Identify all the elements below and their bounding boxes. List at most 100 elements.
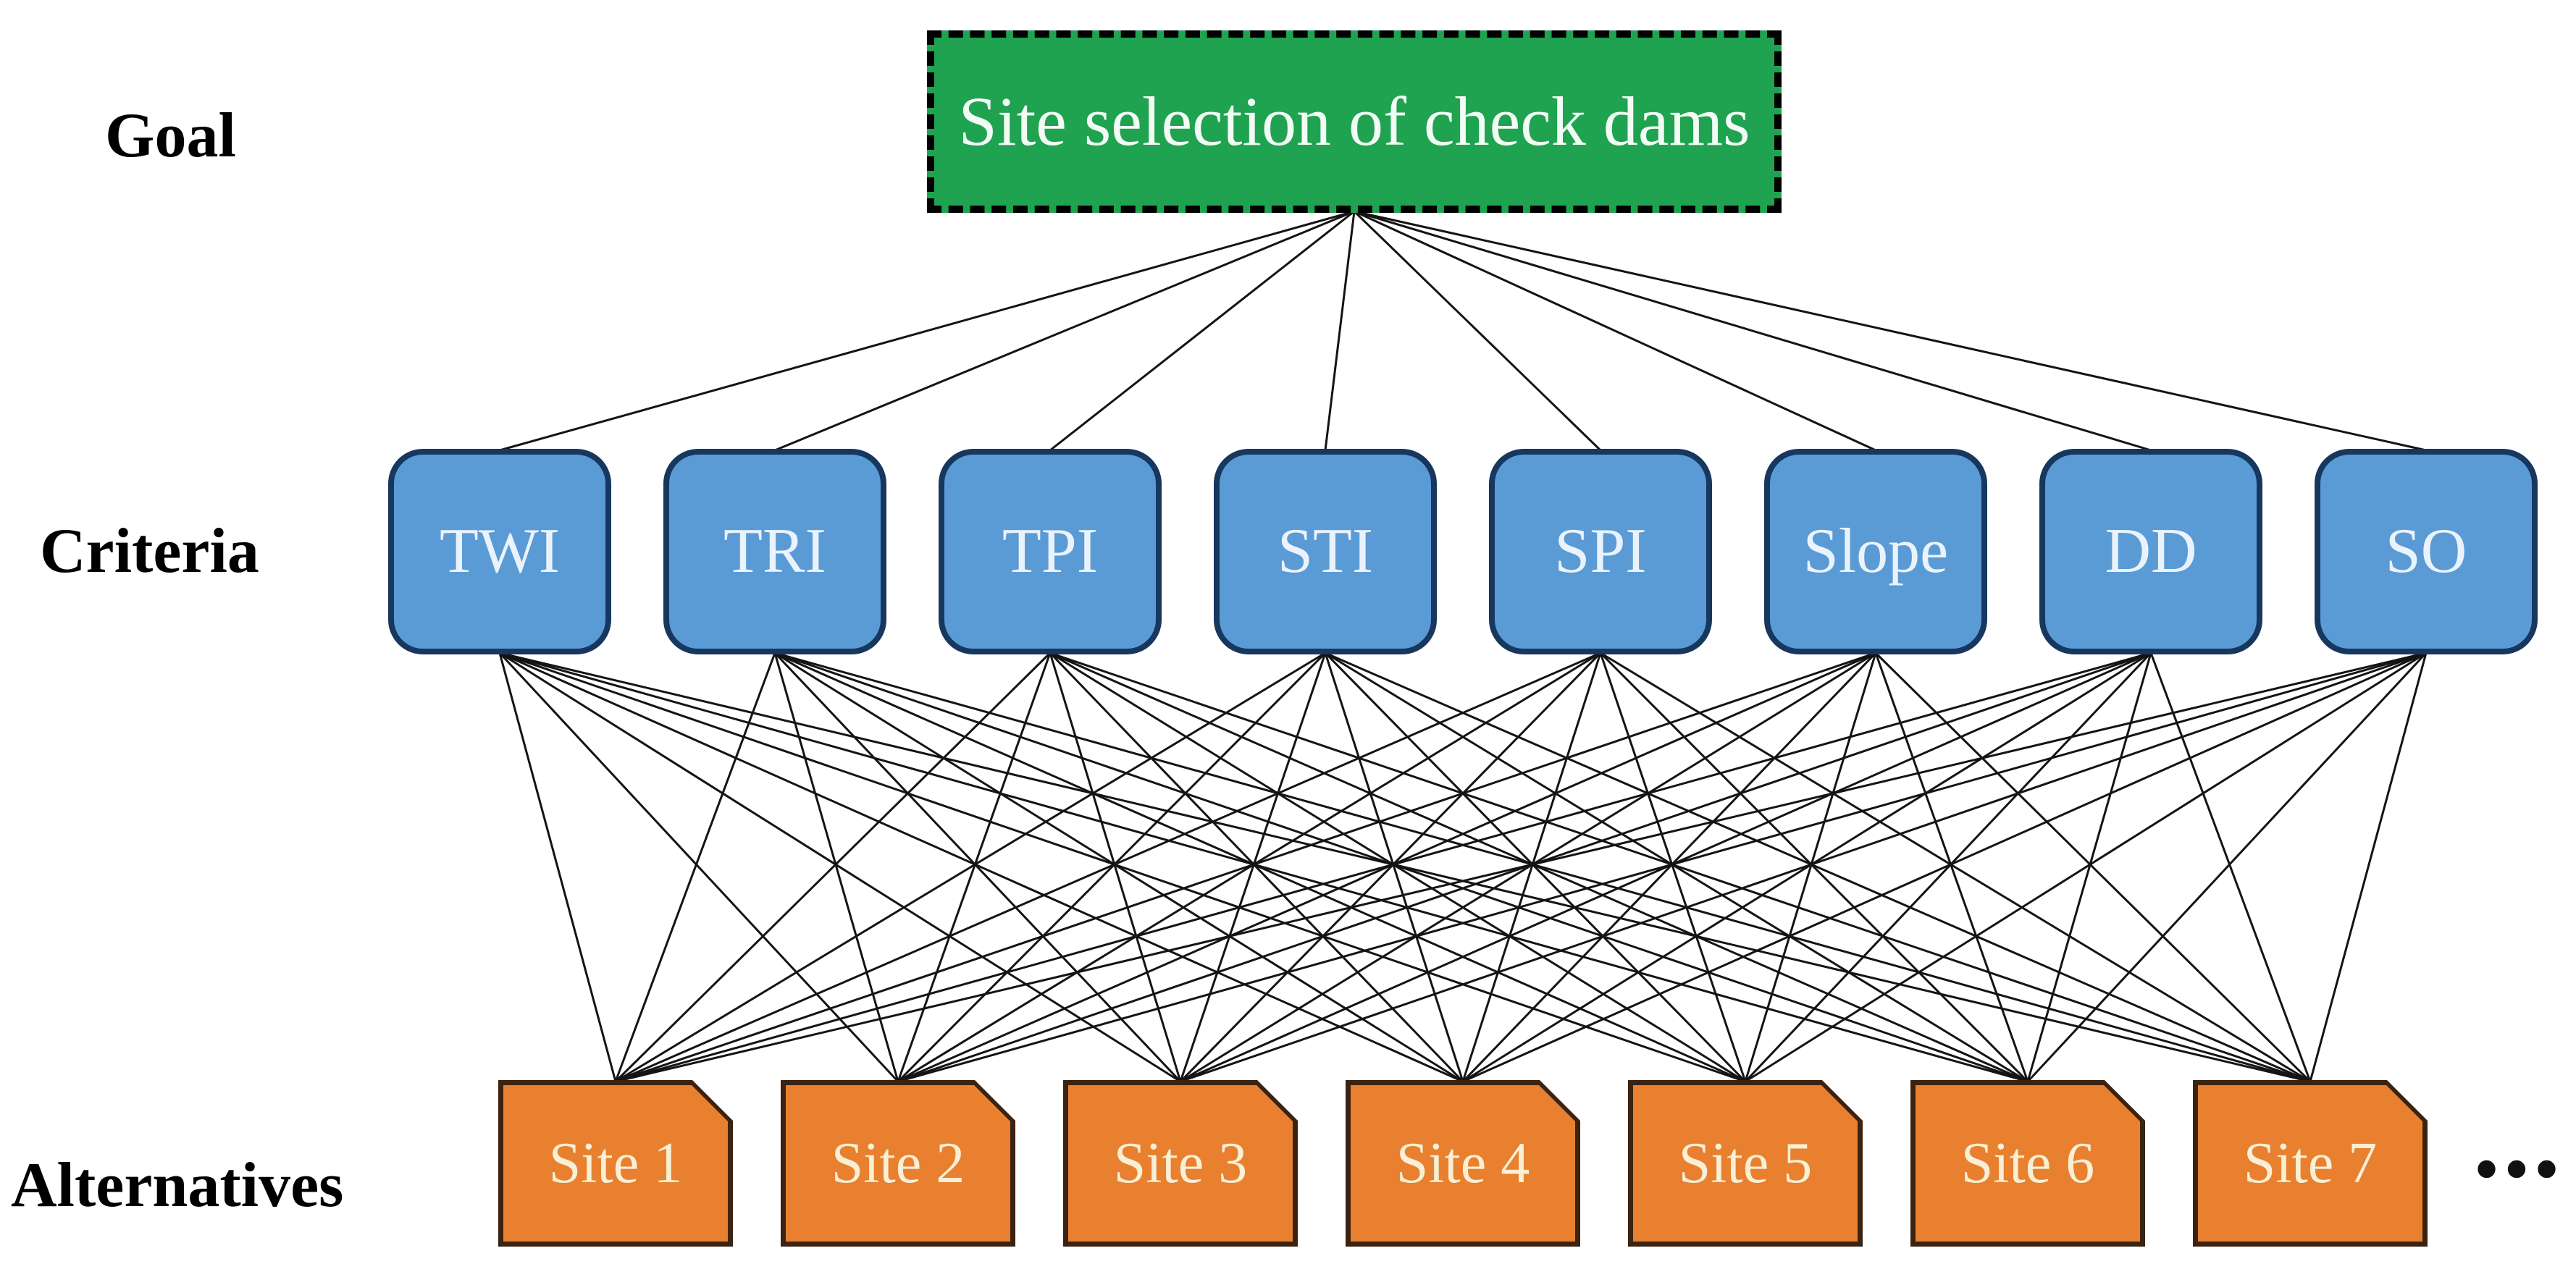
edge-criterion-3-to-alternative-6 bbox=[1325, 652, 2311, 1083]
alternative-node-body: Site 3 bbox=[1068, 1085, 1293, 1242]
criteria-node-tpi: TPI bbox=[939, 449, 1162, 654]
edge-criterion-1-to-alternative-1 bbox=[773, 652, 899, 1082]
goal-to-criteria-edges bbox=[499, 210, 2427, 452]
alternative-node-body: Site 4 bbox=[1351, 1085, 1575, 1242]
edge-goal-to-criterion-6 bbox=[1354, 210, 2152, 452]
criteria-node-label: SO bbox=[2385, 516, 2467, 586]
edge-criterion-7-to-alternative-6 bbox=[2309, 652, 2428, 1082]
edge-criterion-2-to-alternative-0 bbox=[614, 652, 1052, 1083]
criteria-node-sti: STI bbox=[1214, 449, 1437, 654]
edge-criterion-7-to-alternative-4 bbox=[1745, 652, 2427, 1083]
edge-criterion-4-to-alternative-3 bbox=[1461, 652, 1602, 1082]
edge-criterion-6-to-alternative-6 bbox=[2149, 652, 2312, 1082]
alternative-node-body: Site 7 bbox=[2198, 1085, 2422, 1242]
edge-criterion-0-to-alternative-5 bbox=[499, 652, 2029, 1083]
edge-goal-to-criterion-1 bbox=[774, 210, 1355, 452]
level-label-goal: Goal bbox=[105, 101, 236, 171]
edge-goal-to-criterion-2 bbox=[1049, 210, 1355, 452]
edge-criterion-0-to-alternative-4 bbox=[499, 652, 1746, 1083]
edge-criterion-4-to-alternative-6 bbox=[1600, 652, 2311, 1083]
edge-criterion-7-to-alternative-0 bbox=[615, 652, 2427, 1083]
edge-criterion-5-to-alternative-4 bbox=[1744, 652, 1877, 1082]
edge-criterion-0-to-alternative-2 bbox=[499, 652, 1181, 1083]
criteria-node-label: TWI bbox=[439, 516, 561, 586]
edge-criterion-3-to-alternative-0 bbox=[615, 652, 1326, 1083]
alternative-node-label: Site 1 bbox=[548, 1131, 683, 1195]
edge-criterion-1-to-alternative-2 bbox=[773, 652, 1182, 1083]
edge-criterion-1-to-alternative-5 bbox=[774, 652, 2029, 1083]
criteria-node-dd: DD bbox=[2039, 449, 2262, 654]
criteria-node-label: SPI bbox=[1554, 516, 1647, 586]
alternative-node-site-6: Site 6 bbox=[1910, 1080, 2145, 1247]
alternative-node-label: Site 2 bbox=[831, 1131, 965, 1195]
more-alternatives-ellipsis: ... bbox=[2472, 1080, 2564, 1200]
edge-criterion-1-to-alternative-4 bbox=[774, 652, 1746, 1083]
edge-criterion-4-to-alternative-4 bbox=[1599, 652, 1747, 1082]
alternative-node-body: Site 6 bbox=[1916, 1085, 2140, 1242]
edge-criterion-4-to-alternative-1 bbox=[897, 652, 1601, 1083]
alternative-node-label: Site 7 bbox=[2243, 1131, 2378, 1195]
edge-criterion-3-to-alternative-5 bbox=[1325, 652, 2029, 1083]
alternative-node-label: Site 5 bbox=[1678, 1131, 1813, 1195]
level-label-alternatives: Alternatives bbox=[11, 1150, 344, 1221]
alternative-node-site-3: Site 3 bbox=[1063, 1080, 1298, 1247]
alternative-node-site-1: Site 1 bbox=[498, 1080, 733, 1247]
alternative-node-site-5: Site 5 bbox=[1628, 1080, 1863, 1247]
edge-goal-to-criterion-3 bbox=[1324, 211, 1356, 451]
edge-criterion-5-to-alternative-2 bbox=[1180, 652, 1876, 1083]
edge-criterion-4-to-alternative-2 bbox=[1179, 652, 1602, 1083]
edge-goal-to-criterion-5 bbox=[1354, 210, 1876, 452]
edge-goal-to-criterion-4 bbox=[1353, 210, 1602, 452]
edge-criterion-5-to-alternative-5 bbox=[1874, 652, 2029, 1082]
edge-criterion-5-to-alternative-0 bbox=[615, 652, 1876, 1083]
criteria-node-label: TPI bbox=[1002, 516, 1098, 586]
criteria-node-label: STI bbox=[1277, 516, 1373, 586]
criteria-node-label: DD bbox=[2105, 516, 2197, 586]
alternative-node-label: Site 6 bbox=[1960, 1131, 2095, 1195]
edge-criterion-2-to-alternative-1 bbox=[897, 652, 1052, 1082]
edge-criterion-3-to-alternative-4 bbox=[1324, 652, 1747, 1083]
edge-criterion-0-to-alternative-1 bbox=[498, 652, 899, 1083]
edge-criterion-1-to-alternative-3 bbox=[774, 652, 1464, 1083]
goal-node-label: Site selection of check dams bbox=[958, 83, 1750, 160]
edge-criterion-7-to-alternative-1 bbox=[897, 652, 2427, 1083]
criteria-node-slope: Slope bbox=[1764, 449, 1987, 654]
criteria-to-alternatives-edges bbox=[498, 652, 2428, 1083]
edge-criterion-5-to-alternative-3 bbox=[1461, 652, 1877, 1083]
edge-criterion-4-to-alternative-0 bbox=[615, 652, 1601, 1083]
alternative-node-body: Site 1 bbox=[503, 1085, 728, 1242]
edge-criterion-7-to-alternative-2 bbox=[1180, 652, 2427, 1083]
edge-criterion-7-to-alternative-3 bbox=[1462, 652, 2427, 1083]
alternative-node-body: Site 5 bbox=[1633, 1085, 1858, 1242]
edge-criterion-0-to-alternative-3 bbox=[499, 652, 1464, 1083]
edge-criterion-6-to-alternative-4 bbox=[1744, 652, 2152, 1083]
goal-node: Site selection of check dams bbox=[927, 30, 1782, 213]
level-label-criteria: Criteria bbox=[40, 516, 259, 586]
edge-goal-to-criterion-0 bbox=[499, 210, 1355, 452]
edge-criterion-6-to-alternative-3 bbox=[1462, 652, 2152, 1083]
edge-criterion-6-to-alternative-5 bbox=[2026, 652, 2152, 1082]
alternative-node-site-4: Site 4 bbox=[1346, 1080, 1580, 1247]
edge-criterion-2-to-alternative-4 bbox=[1049, 652, 1746, 1083]
edge-criterion-1-to-alternative-6 bbox=[774, 652, 2311, 1083]
edge-criterion-3-to-alternative-2 bbox=[1179, 652, 1327, 1082]
edge-criterion-5-to-alternative-6 bbox=[1874, 652, 2312, 1083]
edge-criterion-3-to-alternative-1 bbox=[897, 652, 1327, 1083]
criteria-node-twi: TWI bbox=[388, 449, 611, 654]
edge-criterion-3-to-alternative-3 bbox=[1324, 652, 1464, 1082]
alternative-node-body: Site 2 bbox=[786, 1085, 1010, 1242]
edge-criterion-0-to-alternative-6 bbox=[499, 652, 2311, 1083]
criteria-node-spi: SPI bbox=[1489, 449, 1712, 654]
alternative-node-site-7: Site 7 bbox=[2193, 1080, 2428, 1247]
edge-criterion-7-to-alternative-5 bbox=[2026, 652, 2428, 1083]
alternative-node-site-2: Site 2 bbox=[781, 1080, 1015, 1247]
criteria-node-label: TRI bbox=[723, 516, 826, 586]
edge-criterion-2-to-alternative-3 bbox=[1049, 652, 1464, 1083]
criteria-node-tri: TRI bbox=[663, 449, 886, 654]
edge-criterion-2-to-alternative-2 bbox=[1049, 652, 1182, 1082]
alternative-node-label: Site 4 bbox=[1396, 1131, 1530, 1195]
edge-criterion-4-to-alternative-5 bbox=[1599, 652, 2029, 1083]
criteria-node-label: Slope bbox=[1803, 516, 1949, 586]
edge-criterion-0-to-alternative-0 bbox=[498, 652, 617, 1082]
